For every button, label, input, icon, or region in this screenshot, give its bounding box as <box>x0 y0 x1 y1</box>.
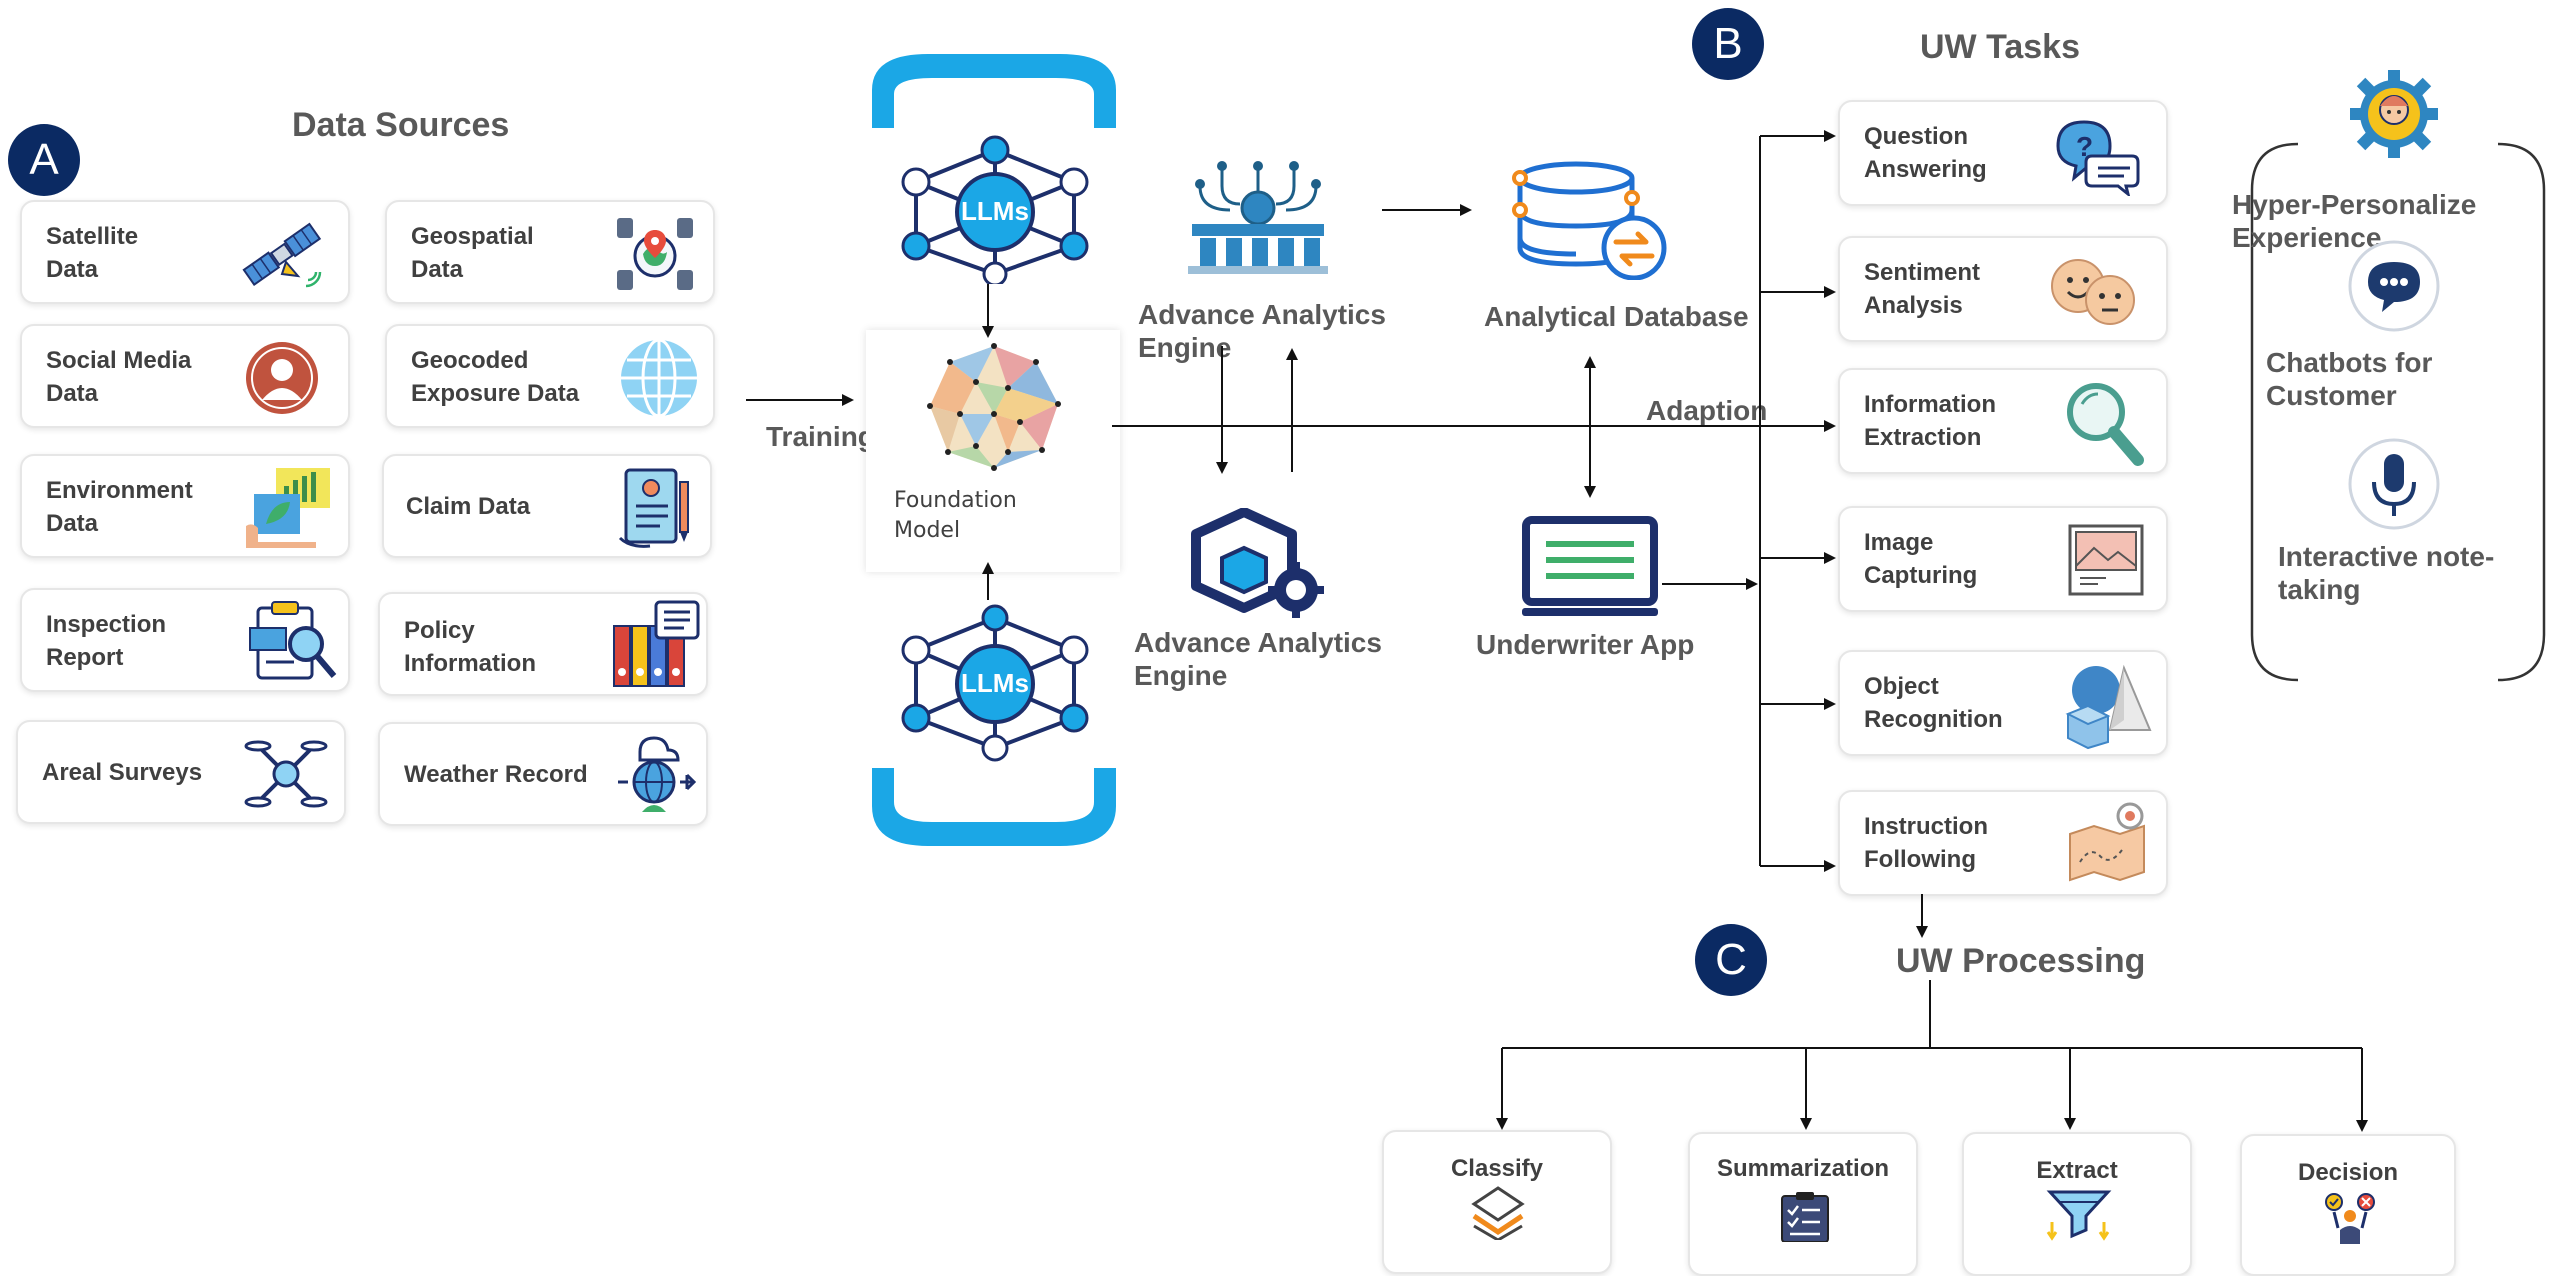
layers-icon <box>1471 1186 1525 1240</box>
data-source-label: Geocoded Exposure Data <box>411 347 580 407</box>
data-source-inspection: Inspection Report <box>20 588 350 692</box>
funnel-icon <box>2046 1190 2112 1241</box>
chatbot-icon <box>2348 240 2440 332</box>
uw-task-information-extraction: Information Extraction <box>1838 368 2168 474</box>
data-source-label: Geospatial Data <box>411 223 534 283</box>
data-source-label: Inspection Report <box>46 611 167 671</box>
foundation-model-label: Foundation Model <box>894 488 1017 543</box>
analytics-engine-top-icon <box>1188 161 1328 274</box>
uw-process-label: Classify <box>1450 1155 1544 1182</box>
data-source-claim: Claim Data <box>382 454 712 558</box>
checklist-icon <box>1781 1192 1829 1242</box>
3d-shapes-icon <box>2065 664 2152 750</box>
data-source-label: Satellite Data <box>46 223 139 283</box>
data-source-areal-surveys: Areal Surveys <box>16 720 346 824</box>
question-chat-icon: ? <box>2056 120 2140 196</box>
llm-network-top <box>901 135 1089 284</box>
analytics-engine-top-label: Advance Analytics Engine <box>1138 299 1386 363</box>
data-source-environment: Environment Data <box>20 454 350 558</box>
llm-network-bottom <box>901 604 1089 762</box>
analytics-engine-bottom-icon <box>1191 508 1324 618</box>
environment-chart-icon <box>246 468 330 548</box>
user-avatar-icon <box>246 342 318 414</box>
uw-task-label: Question Answering <box>1864 123 1987 183</box>
uw-task-label: Object Recognition <box>1864 673 2003 733</box>
map-pin-icon <box>2069 802 2145 882</box>
data-source-social-media: Social Media Data <box>20 324 350 428</box>
data-sources-title: Data Sources <box>292 106 510 144</box>
uw-task-image-capturing: Image Capturing <box>1838 506 2168 612</box>
uw-task-label: Image Capturing <box>1864 529 1978 589</box>
interactive-notes-label: Interactive note- taking <box>2278 541 2495 605</box>
analytical-database-label: Analytical Database <box>1484 301 1749 332</box>
magnifier-icon <box>2067 383 2144 466</box>
globe-icon <box>621 338 697 418</box>
uw-task-object-recognition: Object Recognition <box>1838 650 2168 756</box>
data-source-weather: Weather Record <box>378 722 708 826</box>
foundation-model-box: Foundation Model <box>866 330 1120 572</box>
uw-task-label: Sentiment Analysis <box>1864 259 1981 319</box>
decision-person-icon <box>2325 1193 2375 1244</box>
data-source-label: Weather Record <box>404 761 588 788</box>
foundation-model-icon <box>927 343 1061 471</box>
analytics-engine-bottom-label: Advance Analytics Engine <box>1134 627 1382 691</box>
data-source-label: Areal Surveys <box>42 759 203 786</box>
policy-binders-icon <box>613 600 700 687</box>
chatbots-label: Chatbots for Customer <box>2266 347 2433 411</box>
adaption-label: Adaption <box>1646 395 1768 426</box>
svg-text:?: ? <box>2076 131 2093 162</box>
underwriter-app-label: Underwriter App <box>1476 629 1695 660</box>
llm-bottom-label: LLMs <box>961 668 1029 698</box>
uw-task-instruction-following: Instruction Following <box>1838 790 2168 896</box>
uw-task-label: Instruction Following <box>1864 813 1988 873</box>
data-source-geospatial: Geospatial Data <box>385 200 715 304</box>
emoji-faces-icon <box>2051 259 2135 325</box>
inspection-clipboard-icon <box>249 601 337 680</box>
section-b-badge: B <box>1692 8 1764 80</box>
data-source-policy: Policy Information <box>378 592 708 696</box>
data-source-label: Environment Data <box>46 477 193 537</box>
geospatial-servers-icon <box>617 218 693 290</box>
microphone-icon <box>2348 438 2440 530</box>
analytical-database-icon <box>1512 161 1667 280</box>
llm-top-bracket <box>872 54 1116 128</box>
underwriter-app-icon <box>1522 516 1658 616</box>
claim-document-icon <box>618 468 689 548</box>
uw-task-sentiment-analysis: Sentiment Analysis <box>1838 236 2168 342</box>
uw-task-label: Information Extraction <box>1864 391 1996 451</box>
uw-tasks-title: UW Tasks <box>1920 28 2080 66</box>
training-label: Training <box>766 421 875 452</box>
uw-process-summarization: Summarization <box>1688 1132 1918 1276</box>
experience-bracket <box>2250 142 2546 682</box>
data-source-label: Policy Information <box>404 617 536 677</box>
data-source-label: Social Media Data <box>46 347 192 407</box>
uw-processing-title: UW Processing <box>1896 942 2146 980</box>
data-source-satellite: Satellite Data <box>20 200 350 304</box>
satellite-icon <box>242 222 322 288</box>
data-source-label: Claim Data <box>406 493 531 520</box>
data-source-geocoded-exposure: Geocoded Exposure Data <box>385 324 715 428</box>
hyper-personalize-label: Hyper-Personalize Experience <box>2232 189 2477 253</box>
uw-process-label: Extract <box>2036 1157 2118 1184</box>
personalize-gear-icon <box>2350 70 2438 158</box>
weather-globe-icon <box>618 736 697 812</box>
uw-process-extract: Extract <box>1962 1132 2192 1276</box>
llm-bottom-bracket <box>872 768 1116 846</box>
uw-process-label: Decision <box>2297 1159 2399 1186</box>
section-c-badge: C <box>1695 924 1767 996</box>
uw-process-label: Summarization <box>1716 1155 1890 1182</box>
section-a-badge: A <box>8 124 80 196</box>
drone-icon <box>244 740 328 808</box>
image-frame-icon <box>2068 524 2144 596</box>
llm-top-label: LLMs <box>961 196 1029 226</box>
uw-task-question-answering: Question Answering ? <box>1838 100 2168 206</box>
